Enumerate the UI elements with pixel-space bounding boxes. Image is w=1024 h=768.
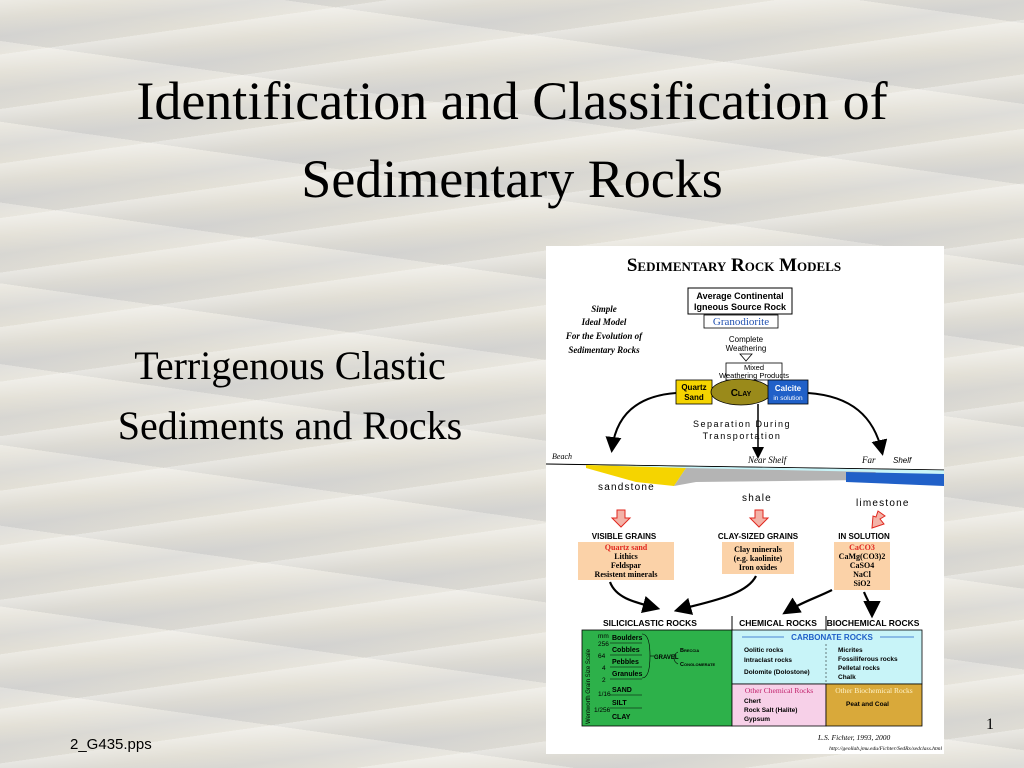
size-1-256: 1/256 [594,707,611,714]
bio-rock-4: Chalk [838,674,856,681]
clastic-cobbles: Cobbles [612,647,640,654]
figure-heading: Sedimentary Rock Models [627,255,841,276]
chem-rock-1: Oolitic rocks [744,647,784,654]
biochemical-title: BIOCHEMICAL ROCKS [827,618,920,628]
sandstone-label: sandstone [598,482,655,493]
clastic-clay: CLAY [612,714,631,721]
side-note-line-4: Sedimentary Rocks [568,345,640,355]
bio-rock-1: Micrites [838,647,863,654]
other-chem-title: Other Chemical Rocks [745,686,813,695]
source-box-line-2: Igneous Source Rock [694,302,787,312]
clay-grain-3: Iron oxides [739,563,777,572]
clastic-boulders: Boulders [612,635,642,642]
grain-scale-label: Wentworth Grain Size Scale [586,648,592,724]
slide-title: Identification and Classification of Sed… [30,62,994,218]
size-4: 4 [602,665,606,672]
solution-item-5: SiO2 [854,579,871,588]
granodiorite-label: Granodiorite [713,316,769,328]
breccia-label: Breccia [680,648,699,654]
clay-grain-1: Clay minerals [734,545,782,554]
other-bio-title: Other Biochemical Rocks [835,686,913,695]
other-chem-3: Gypsum [744,716,770,723]
side-note-line-1: Simple [591,304,617,314]
slide-title-line-2: Sedimentary Rocks [301,149,723,209]
siliciclastic-title: SILICICLASTIC ROCKS [603,618,697,628]
bio-rock-2: Fossiliferous rocks [838,656,898,663]
weathering-line-1: Complete [729,335,764,344]
near-shelf-label: Near Shelf [747,455,788,465]
beach-label: Beach [552,452,572,461]
bio-rock-3: Pelletal rocks [838,665,880,672]
size-1-16: 1/16 [598,691,611,698]
calcite-line-2: in solution [773,395,803,402]
clay-label: Clay [731,388,752,399]
side-note-line-3: For the Evolution of [565,331,643,341]
solution-item-3: CaSO4 [850,561,874,570]
far-label: Far [861,455,876,465]
calcite-line-1: Calcite [775,384,802,393]
other-chem-2: Rock Salt (Halite) [744,707,797,714]
chem-rock-3: Dolomite (Dolostone) [744,669,810,676]
visible-grain-3: Feldspar [611,561,642,570]
mixed-line-1: Mixed [744,363,764,372]
other-bio-1: Peat and Coal [846,701,889,708]
chem-rock-2: Intraclast rocks [744,657,792,664]
conglomerate-label: Conglomerate [680,662,716,668]
side-note-line-2: Ideal Model [581,317,627,327]
size-64: 64 [598,653,606,660]
page-number: 1 [986,716,994,733]
size-256: 256 [598,641,609,648]
mm-label: mm [598,633,609,640]
mixed-line-2: Weathering Products [719,371,789,380]
weathering-line-2: Weathering [726,344,767,353]
shelf-label: Shelf [893,456,912,465]
slide-subtitle-line-1: Terrigenous Clastic [134,343,446,388]
sedimentary-rock-models-figure: Sedimentary Rock Models Simple Ideal Mod… [546,246,944,754]
clastic-granules: Granules [612,671,642,678]
visible-grain-1: Quartz sand [605,543,648,552]
slide-title-line-1: Identification and Classification of [136,71,888,131]
clastic-pebbles: Pebbles [612,659,639,666]
clay-grain-2: (e.g. kaolinite) [734,554,783,563]
visible-grain-2: Lithics [614,552,638,561]
quartz-sand-line-1: Quartz [681,383,706,392]
separation-line-2: Transportation [703,431,782,441]
carbonate-title: CARBONATE ROCKS [791,633,873,642]
solution-item-2: CaMg(CO3)2 [839,552,886,561]
footer-filename: 2_G435.pps [70,736,152,753]
clastic-sand: SAND [612,687,632,694]
quartz-sand-line-2: Sand [684,393,704,402]
limestone-label: limestone [856,498,910,509]
clastic-silt: SILT [612,700,627,707]
solution-item-1: CaCO3 [849,543,875,552]
figure-credit: L.S. Fichter, 1993, 2000 [817,733,891,742]
chemical-title: CHEMICAL ROCKS [739,618,817,628]
clay-grains-title: CLAY-SIZED GRAINS [718,532,799,541]
shale-label: shale [742,493,772,504]
gravel-label: GRAVEL [654,655,679,661]
solution-item-4: NaCl [853,570,872,579]
slide-subtitle: Terrigenous Clastic Sediments and Rocks [60,336,520,456]
slide-subtitle-line-2: Sediments and Rocks [117,403,463,448]
figure-url: http://geollab.jmu.edu/Fichter/SedRx/sed… [829,746,942,752]
source-box-line-1: Average Continental [696,291,783,301]
in-solution-title: IN SOLUTION [838,532,890,541]
visible-grain-4: Resistent minerals [595,570,658,579]
size-2: 2 [602,677,606,684]
other-chem-1: Chert [744,698,762,705]
separation-line-1: Separation During [693,419,791,429]
visible-grains-title: VISIBLE GRAINS [592,532,657,541]
